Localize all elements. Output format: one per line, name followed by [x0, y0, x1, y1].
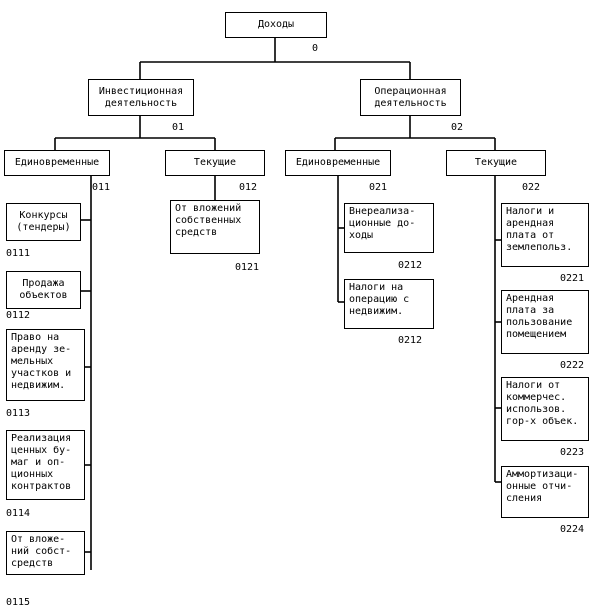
node-own-funds-investment-current: От вложений собственных средств: [170, 200, 260, 254]
node-code: 0: [312, 43, 319, 54]
node-securities-sale: Реализация ценных бу- маг и оп- ционных …: [6, 430, 85, 500]
node-code: 01: [172, 122, 185, 133]
node-code: 0114: [6, 508, 31, 519]
node-land-use-taxes: Налоги и арендная плата от землепольз.: [501, 203, 589, 267]
node-object-sale: Продажа объектов: [6, 271, 81, 309]
node-own-funds-investment: От вложе- ний собст- средств: [6, 531, 85, 575]
node-code: 0121: [235, 262, 260, 273]
node-depreciation: Аммортизаци- онные отчи- сления: [501, 466, 589, 518]
node-code: 021: [369, 182, 388, 193]
node-code: 0113: [6, 408, 31, 419]
node-code: 0224: [560, 524, 585, 535]
node-operational-one-time: Единовременные: [285, 150, 391, 176]
node-code: 0221: [560, 273, 585, 284]
node-investment-activity: Инвестиционная деятельность: [88, 79, 194, 116]
node-investment-current: Текущие: [165, 150, 265, 176]
node-tenders: Конкурсы (тендеры): [6, 203, 81, 241]
node-operational-activity: Операционная деятельность: [360, 79, 461, 116]
node-code: 0223: [560, 447, 585, 458]
node-dohody: Доходы: [225, 12, 327, 38]
node-operational-current: Текущие: [446, 150, 546, 176]
node-code: 0112: [6, 310, 31, 321]
node-code: 022: [522, 182, 541, 193]
node-code: 0115: [6, 597, 31, 608]
node-premises-rent: Арендная плата за пользование помещением: [501, 290, 589, 354]
node-real-estate-tax: Налоги на операцию с недвижим.: [344, 279, 434, 329]
node-code: 0212: [398, 260, 423, 271]
node-code: 0222: [560, 360, 585, 371]
node-code: 012: [239, 182, 258, 193]
node-code: 011: [92, 182, 111, 193]
node-code: 02: [451, 122, 464, 133]
node-land-lease-right: Право на аренду зе- мельных участков и н…: [6, 329, 85, 401]
node-commercial-use-taxes: Налоги от коммерчес. использов. гор-х об…: [501, 377, 589, 441]
node-non-sale-income: Внереализа- ционные до- ходы: [344, 203, 434, 253]
node-investment-one-time: Единовременные: [4, 150, 110, 176]
node-code: 0212: [398, 335, 423, 346]
node-code: 0111: [6, 248, 31, 259]
